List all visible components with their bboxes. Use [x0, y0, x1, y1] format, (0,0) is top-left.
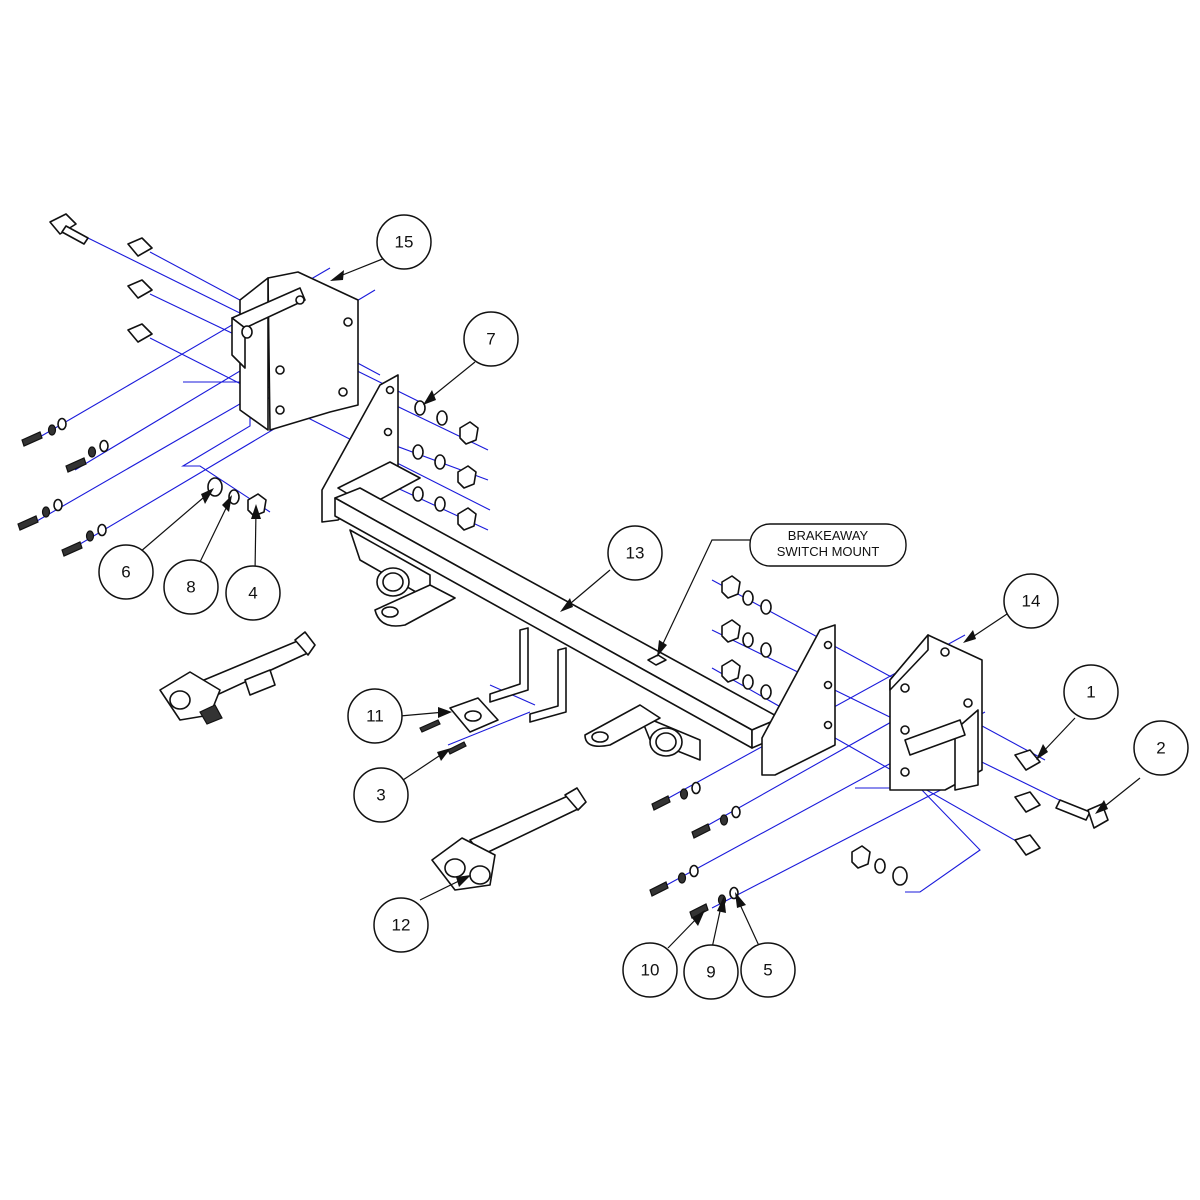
leader-lines	[139, 257, 1141, 949]
balloon-label: 4	[248, 584, 257, 603]
balloon-label: 9	[706, 963, 715, 982]
balloon-label: 3	[376, 786, 385, 805]
balloon-label: 2	[1156, 739, 1165, 758]
balloon-label: 15	[395, 233, 414, 252]
balloon-14: 14	[1003, 573, 1059, 629]
balloon-9: 9	[683, 944, 739, 1000]
balloon-label: 6	[121, 563, 130, 582]
balloon-3: 3	[353, 767, 409, 823]
balloon-5: 5	[740, 942, 796, 998]
fasteners-right-lower-bolts	[649, 781, 741, 919]
balloon-7: 7	[463, 311, 519, 367]
fasteners-crossbar-left-nuts	[412, 400, 479, 531]
balloon-label: 11	[366, 707, 384, 726]
balloon-10: 10	[622, 942, 678, 998]
main-crossbar	[321, 374, 836, 776]
fasteners-left-washers-nuts	[17, 417, 267, 557]
balloon-12: 12	[373, 897, 429, 953]
tow-bar-arm-upper	[159, 631, 316, 725]
part-balloons: 1 2 3 4 5 6 7 8	[98, 214, 1189, 1000]
wiring-bracket	[419, 627, 567, 755]
balloon-label: 7	[486, 330, 495, 349]
balloon-4: 4	[225, 565, 281, 621]
balloon-label: 5	[763, 961, 772, 980]
callout-line-2: SWITCH MOUNT	[777, 544, 880, 559]
balloon-11: 11	[347, 688, 403, 744]
right-side-bracket	[889, 634, 983, 791]
balloon-15: 15	[376, 214, 432, 270]
fasteners-crossbar-right-nuts	[721, 575, 772, 700]
balloon-6: 6	[98, 544, 154, 600]
balloon-label: 13	[626, 544, 645, 563]
balloon-label: 10	[641, 961, 660, 980]
fasteners-left-bolts	[49, 213, 153, 343]
balloon-8: 8	[163, 559, 219, 615]
balloon-2: 2	[1133, 720, 1189, 776]
tow-bar-arm-lower	[431, 787, 587, 891]
balloon-1: 1	[1063, 664, 1119, 720]
brakeaway-switch-mount-callout: BRAKEAWAY SWITCH MOUNT	[749, 523, 907, 567]
callout-line-1: BRAKEAWAY	[788, 528, 869, 543]
balloon-label: 12	[392, 916, 411, 935]
balloon-13: 13	[607, 525, 663, 581]
left-side-bracket	[231, 271, 359, 431]
balloon-label: 1	[1086, 683, 1095, 702]
balloon-label: 8	[186, 578, 195, 597]
balloon-label: 14	[1022, 592, 1041, 611]
